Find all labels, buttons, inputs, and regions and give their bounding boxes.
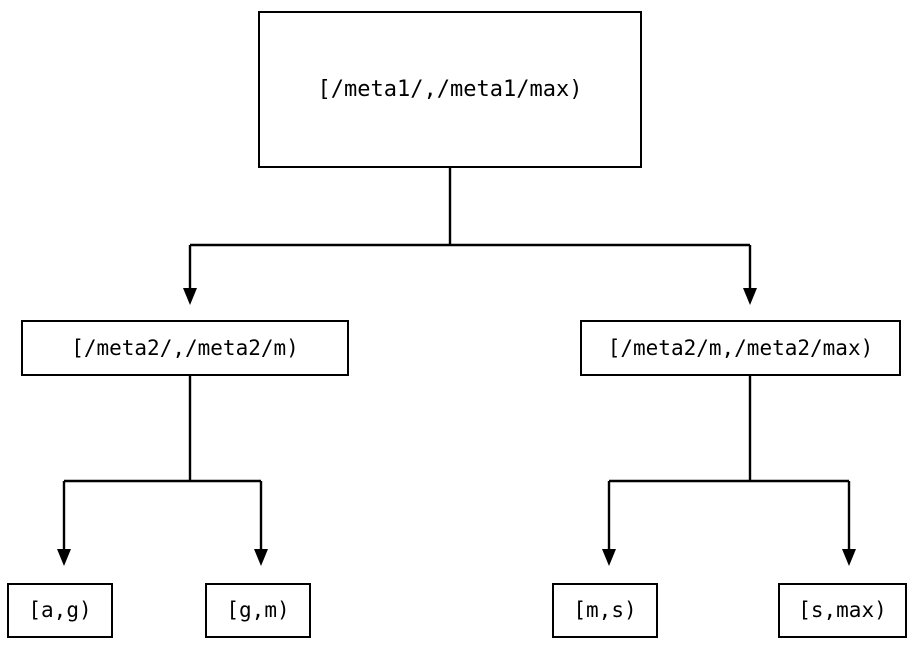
edge-midleft-to-leaves: [57, 376, 268, 566]
tree-node-mid-left-label: [/meta2/,/meta2/m): [71, 335, 299, 360]
arrowhead-icon-to-mid-left: [183, 288, 197, 305]
edge-midright-to-leaves: [602, 376, 856, 566]
arrowhead-icon-to-leaf-2: [254, 549, 268, 566]
arrowhead-icon-to-mid-right: [743, 288, 757, 305]
arrowhead-icon-to-leaf-4: [842, 549, 856, 566]
tree-node-root-label: [/meta1/,/meta1/max): [317, 76, 583, 102]
tree-node-leaf-4-label: [s,max): [798, 598, 887, 622]
tree-node-leaf-2[interactable]: [g,m): [205, 583, 311, 638]
tree-node-leaf-3[interactable]: [m,s): [552, 583, 658, 638]
edge-root-to-level1: [183, 168, 757, 305]
arrowhead-icon-to-leaf-1: [57, 549, 71, 566]
tree-node-root[interactable]: [/meta1/,/meta1/max): [258, 11, 642, 168]
tree-node-leaf-1[interactable]: [a,g): [7, 583, 113, 638]
tree-node-leaf-2-label: [g,m): [226, 598, 290, 622]
tree-node-mid-right[interactable]: [/meta2/m,/meta2/max): [580, 320, 901, 376]
tree-node-leaf-4[interactable]: [s,max): [778, 583, 907, 638]
tree-node-mid-right-label: [/meta2/m,/meta2/max): [607, 335, 874, 360]
tree-node-mid-left[interactable]: [/meta2/,/meta2/m): [21, 320, 349, 376]
tree-node-leaf-3-label: [m,s): [573, 598, 637, 622]
arrowhead-icon-to-leaf-3: [602, 549, 616, 566]
tree-node-leaf-1-label: [a,g): [28, 598, 92, 622]
